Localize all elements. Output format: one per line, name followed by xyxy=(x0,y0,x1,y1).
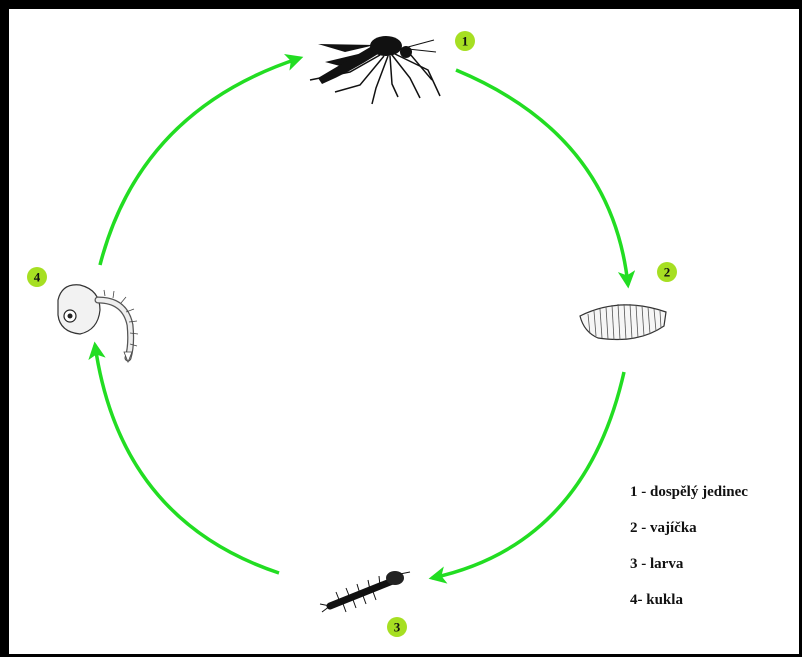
legend-item-larva: 3 - larva xyxy=(630,554,795,590)
stage-4-badge: 4 xyxy=(27,267,47,287)
adult-mosquito-icon xyxy=(310,36,440,104)
stage-3-badge: 3 xyxy=(387,617,407,637)
stage-number: 3 xyxy=(394,620,401,635)
arrow-adult-to-eggs xyxy=(456,70,628,285)
legend-item-pupa: 4- kukla xyxy=(630,590,795,626)
pupa-icon xyxy=(58,285,138,362)
stage-number: 4 xyxy=(34,270,41,285)
arrow-pupa-to-adult xyxy=(100,58,300,265)
stage-1-badge: 1 xyxy=(455,31,475,51)
stage-number: 2 xyxy=(664,265,671,280)
legend-item-adult: 1 - dospělý jedinec xyxy=(630,482,795,518)
stage-number: 1 xyxy=(462,34,469,49)
legend: 1 - dospělý jedinec 2 - vajíčka 3 - larv… xyxy=(630,482,795,626)
arrow-eggs-to-larva xyxy=(432,372,624,578)
egg-raft-icon xyxy=(580,304,666,340)
arrow-larva-to-pupa xyxy=(95,345,279,573)
stage-2-badge: 2 xyxy=(657,262,677,282)
legend-item-eggs: 2 - vajíčka xyxy=(630,518,795,554)
larva-icon xyxy=(320,571,410,612)
